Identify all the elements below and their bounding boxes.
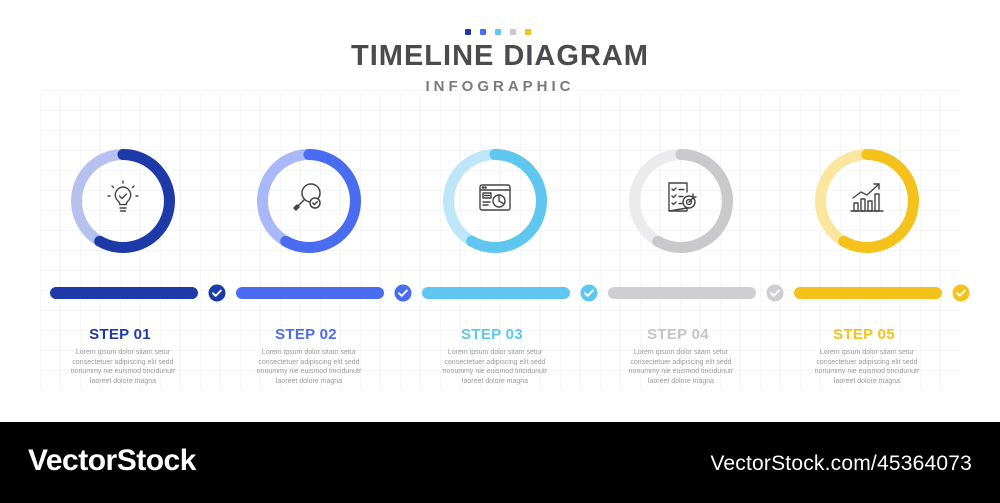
header-dot (510, 29, 516, 35)
ring-progress-arc (838, 149, 919, 253)
header-dot (495, 29, 501, 35)
step-label: STEP 02 (275, 326, 337, 343)
step-label: STEP 05 (833, 326, 895, 343)
footer-image-id: VectorStock.com/45364073 (710, 452, 972, 475)
step-bar (608, 287, 756, 299)
check-circle-icon (208, 284, 226, 302)
footer-brand-logo: VectorStock (28, 444, 196, 477)
ring-progress-arc (94, 149, 175, 253)
browser-chart-icon (479, 184, 511, 211)
ring-progress-arc (652, 149, 733, 253)
growth-chart-icon (850, 183, 884, 212)
infographic-canvas: TIMELINE DIAGRAM INFOGRAPHIC STEP 01 Lor… (40, 0, 974, 422)
step-label: STEP 04 (647, 326, 709, 343)
check-circle-icon (394, 284, 412, 302)
ring-progress-arc (280, 149, 361, 253)
check-circle-icon (580, 284, 598, 302)
step-progress-ring (71, 149, 175, 253)
background-grid (40, 90, 960, 390)
step-progress-ring (443, 149, 547, 253)
magnifier-icon (293, 183, 321, 211)
page-subtitle: INFOGRAPHIC (425, 78, 575, 95)
header-dot (465, 29, 471, 35)
step-bar (236, 287, 384, 299)
step-label: STEP 01 (89, 326, 151, 343)
header-dot (525, 29, 531, 35)
page-title: TIMELINE DIAGRAM (351, 40, 649, 72)
lightbulb-icon (107, 180, 139, 212)
check-circle-icon (952, 284, 970, 302)
step-bar (422, 287, 570, 299)
checklist-target-icon (668, 182, 697, 212)
header-dot (480, 29, 486, 35)
step-progress-ring (257, 149, 361, 253)
step-progress-ring (815, 149, 919, 253)
step-progress-ring (629, 149, 733, 253)
step-label: STEP 03 (461, 326, 523, 343)
header-dots (465, 29, 531, 35)
ring-progress-arc (466, 149, 547, 253)
step-bar (794, 287, 942, 299)
step-bar (50, 287, 198, 299)
footer-banner: VectorStock VectorStock.com/45364073 (0, 422, 1000, 503)
check-circle-icon (766, 284, 784, 302)
